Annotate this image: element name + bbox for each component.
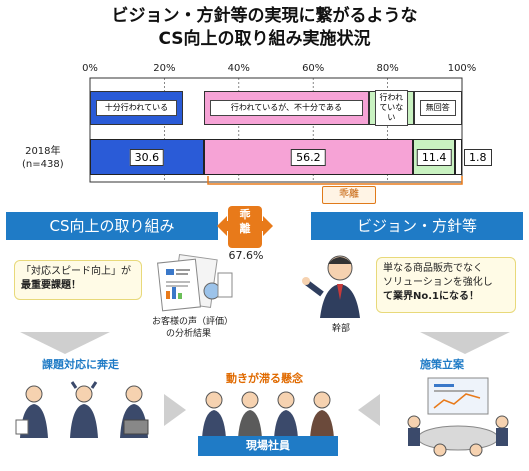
x-tick-label: 40% [227, 63, 250, 74]
speech-bubble-left: 「対応スピード向上」が 最重要課題！ [14, 260, 142, 300]
data-label: 30.6 [129, 149, 165, 166]
executive-person-icon [302, 255, 360, 318]
bubble-right-line2: ソリューションを強化し [383, 277, 493, 288]
legend-label: 十分行われている [96, 100, 177, 116]
field-staff-bar: 現場社員 [198, 436, 338, 456]
banner-vision-policy: ビジョン・方針等 [311, 212, 523, 240]
legend-label: 無回答 [419, 100, 456, 116]
section-label-center: 動きが滞る懸念 [226, 372, 303, 385]
chevron-down-right-icon [420, 332, 510, 354]
banner-cs-efforts: CS向上の取り組み [6, 212, 218, 240]
executive-label: 幹部 [332, 324, 351, 334]
x-tick-label: 0% [82, 63, 98, 74]
x-tick-label: 100% [447, 63, 477, 74]
data-label: 11.4 [416, 149, 452, 166]
data-label: 1.8 [464, 149, 492, 166]
kairi-badge-char1: 乖 [239, 208, 251, 221]
chevron-left-icon [358, 394, 380, 426]
bar-row-n: (n=438) [22, 159, 64, 170]
legend-label: 行われていない [375, 90, 408, 126]
stalled-workers-icon [202, 391, 334, 438]
flow-chevrons [20, 332, 510, 354]
chevron-down-left-icon [20, 332, 110, 354]
bar-row-label: 2018年 (n=438) [22, 145, 64, 171]
x-tick-label: 60% [302, 63, 325, 74]
kairi-badge-char2: 離 [239, 222, 251, 235]
legend-item: 十分行われている [90, 91, 183, 125]
section-label-left: 課題対応に奔走 [42, 358, 119, 371]
chart-title-line2: CS向上の取り組み実施状況 [158, 29, 371, 49]
kairi-small-label: 乖離 [322, 186, 376, 204]
data-label: 56.2 [291, 149, 326, 166]
kairi-badge: 乖 離 [228, 206, 262, 248]
busy-workers-icon [15, 381, 149, 438]
meeting-icon [407, 377, 509, 457]
legend-item: 無回答 [413, 91, 462, 125]
bubble-right-line3: て業界No.1になる！ [383, 291, 479, 302]
plot-frame [89, 77, 463, 183]
chart-title-line1: ビジョン・方針等の実現に繋がるような [111, 6, 418, 26]
report-documents-icon [157, 254, 233, 312]
legend-label: 行われているが、不十分である [209, 100, 363, 116]
kairi-bracket [207, 176, 463, 185]
x-tick-label: 80% [376, 63, 399, 74]
x-tick-label: 20% [153, 63, 176, 74]
customer-voice-line1: お客様の声（評価） [152, 317, 234, 327]
bubble-left-line1: 「対応スピード向上」が [21, 266, 131, 277]
chevron-right-icon [164, 394, 186, 426]
speech-bubble-right: 単なる商品販売でなく ソリューションを強化し て業界No.1になる！ [376, 257, 516, 313]
legend-item: 行われていない [369, 90, 414, 126]
bar-row-year: 2018年 [25, 146, 61, 157]
section-label-right: 施策立案 [420, 358, 464, 371]
bubble-left-line2: 最重要課題！ [21, 280, 81, 291]
bar-segment [455, 139, 462, 175]
legend-item: 行われているが、不十分である [203, 91, 369, 125]
customer-voice-line2: の分析結果 [166, 329, 212, 339]
customer-voice-label: お客様の声（評価） の分析結果 [152, 316, 233, 340]
kairi-percentage: 67.6% [228, 249, 264, 262]
bubble-right-line1: 単なる商品販売でなく [383, 263, 483, 274]
